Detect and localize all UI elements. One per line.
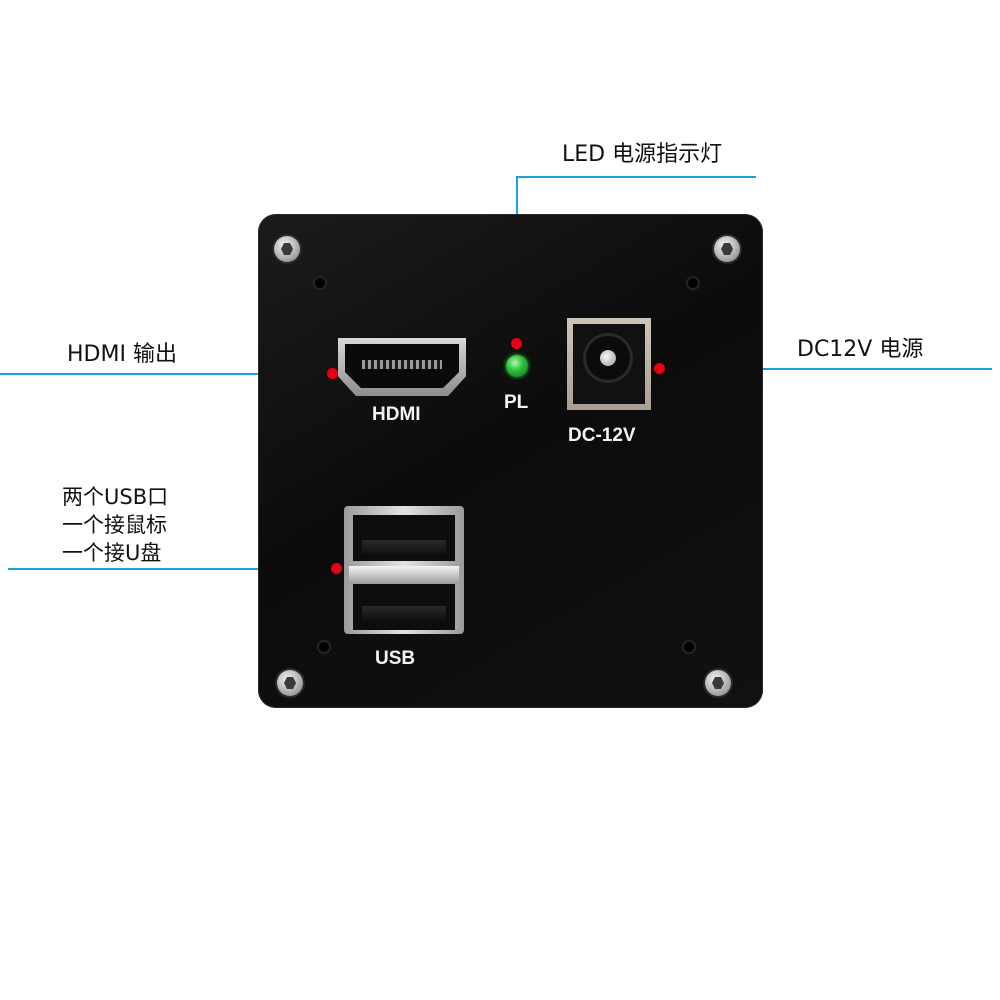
screw-icon bbox=[714, 236, 740, 262]
hdmi-marker-dot bbox=[327, 368, 338, 379]
dc-power-label: DC12V 电源 bbox=[797, 337, 924, 362]
usb-description-line-3: 一个接U盘 bbox=[62, 541, 162, 565]
usb-marker-dot bbox=[331, 563, 342, 574]
hdmi-port-pins bbox=[362, 360, 442, 369]
pl-label: PL bbox=[504, 392, 529, 413]
led-power-label: LED 电源指示灯 bbox=[562, 142, 723, 167]
usb-description-line-2: 一个接鼠标 bbox=[62, 513, 167, 537]
usb-port-lower-tongue bbox=[362, 606, 446, 620]
dc-jack-pin bbox=[600, 350, 616, 366]
mount-hole bbox=[686, 276, 700, 290]
led-leader-line-horizontal bbox=[516, 176, 756, 178]
hdmi-port-label: HDMI bbox=[372, 404, 421, 425]
usb-port-divider bbox=[349, 566, 459, 584]
usb-description-line-1: 两个USB口 bbox=[62, 485, 169, 509]
dc-leader-line bbox=[658, 368, 992, 370]
usb-leader-line bbox=[8, 568, 336, 570]
dc-marker-dot bbox=[654, 363, 665, 374]
dc-jack-label: DC-12V bbox=[568, 425, 636, 446]
screw-icon bbox=[277, 670, 303, 696]
hdmi-leader-line bbox=[0, 373, 333, 375]
device-rear-panel bbox=[258, 214, 763, 708]
hdmi-output-label: HDMI 输出 bbox=[67, 342, 177, 367]
power-led-icon bbox=[506, 355, 528, 377]
screw-icon bbox=[274, 236, 300, 262]
usb-port-label: USB bbox=[375, 648, 416, 669]
usb-description: 两个USB口 一个接鼠标 一个接U盘 bbox=[62, 483, 168, 567]
usb-port-upper-tongue bbox=[362, 540, 446, 554]
mount-hole bbox=[317, 640, 331, 654]
led-marker-dot bbox=[511, 338, 522, 349]
usb-port-upper bbox=[353, 515, 455, 561]
screw-icon bbox=[705, 670, 731, 696]
mount-hole bbox=[682, 640, 696, 654]
mount-hole bbox=[313, 276, 327, 290]
